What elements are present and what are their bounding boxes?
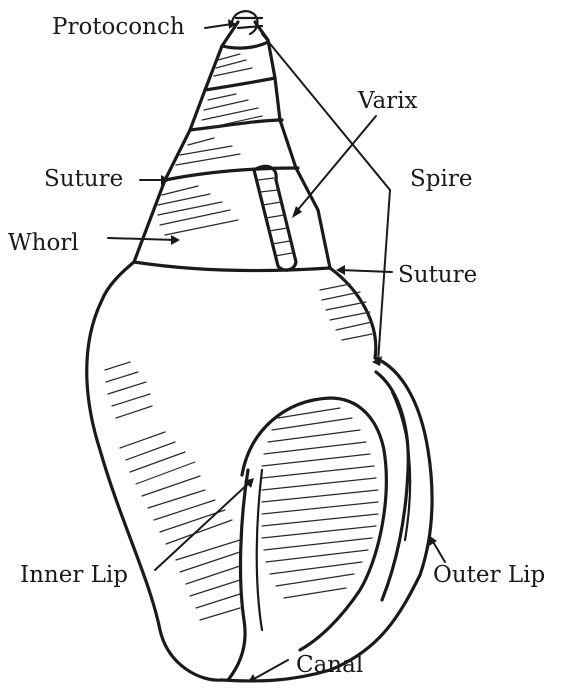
varix-leader	[296, 116, 376, 212]
label-outer-lip: Outer Lip	[433, 562, 545, 588]
label-whorl: Whorl	[8, 230, 79, 256]
label-canal: Canal	[296, 652, 363, 678]
body-whorl-right	[222, 268, 432, 681]
label-spire: Spire	[410, 166, 472, 192]
outer-lip-leader	[432, 540, 445, 562]
outer-lip-edge	[376, 372, 408, 600]
whorl-leader	[108, 238, 176, 240]
suture-line-1	[222, 42, 268, 48]
suture-line-5	[134, 262, 330, 270]
label-protoconch: Protoconch	[52, 14, 185, 40]
suture-line-4	[165, 168, 298, 180]
label-varix: Varix	[357, 88, 418, 114]
varix-ridge	[254, 166, 296, 270]
leader-lines	[108, 19, 445, 682]
inner-lip-leader	[155, 482, 250, 570]
label-inner-lip: Inner Lip	[20, 562, 128, 588]
suture-line-2	[205, 78, 275, 90]
label-suture-right: Suture	[398, 262, 477, 288]
protoconch-leader	[205, 24, 232, 28]
label-suture-left: Suture	[44, 166, 123, 192]
inner-lip	[228, 470, 248, 680]
shell-right-edge-spire	[255, 22, 330, 268]
canal-leader	[252, 660, 288, 680]
